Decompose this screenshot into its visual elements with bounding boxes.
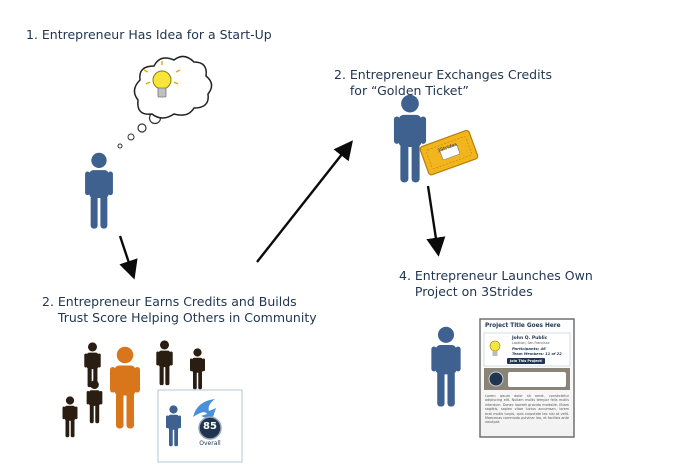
card-team-members: Team Members: 11 of 22	[512, 352, 562, 356]
card-participants: Participants: 46	[512, 346, 546, 351]
entrepreneur-figure-2	[393, 94, 427, 183]
community-member	[62, 396, 78, 438]
lightbulb-icon	[143, 61, 181, 98]
step-2-earn-label: 2. Entrepreneur Earns Credits and Builds…	[42, 294, 317, 325]
join-project-button[interactable]	[507, 358, 545, 364]
score-label: Overall	[199, 440, 221, 447]
card-title: Project Title Goes Here	[485, 323, 561, 329]
card-owner-name: John Q. Public	[512, 336, 548, 341]
step-4-label: 4. Entrepreneur Launches Own Project on …	[399, 268, 593, 299]
arrow-to-exchange	[256, 140, 353, 263]
arrow-to-launch	[426, 185, 446, 257]
score-badge	[198, 416, 222, 440]
refresh-arrow-icon	[193, 399, 216, 420]
arrow-to-earn	[118, 235, 138, 280]
project-card	[479, 318, 575, 438]
community-member	[84, 342, 101, 388]
join-button-label: Join This Project!	[510, 358, 543, 363]
entrepreneur-figure-1	[85, 152, 113, 229]
card-score-icon	[488, 371, 504, 387]
step-2-exchange-label: 2. Entrepreneur Exchanges Credits for “G…	[334, 67, 552, 98]
community-member	[190, 348, 205, 390]
card-body-text: Lorem ipsum dolor sit amet, consectetur …	[485, 394, 569, 425]
golden-ticket-icon	[419, 129, 479, 176]
trust-score-box	[157, 389, 243, 463]
thought-cloud	[117, 55, 213, 149]
community-member	[156, 340, 173, 386]
card-lightbulb-icon	[489, 340, 501, 352]
entrepreneur-figure-3	[110, 346, 140, 429]
step-1-label: 1. Entrepreneur Has Idea for a Start-Up	[26, 27, 272, 42]
entrepreneur-figure-4	[431, 326, 461, 407]
score-value: 85	[203, 421, 217, 432]
card-owner-location: Location, San Francisco	[512, 341, 550, 345]
